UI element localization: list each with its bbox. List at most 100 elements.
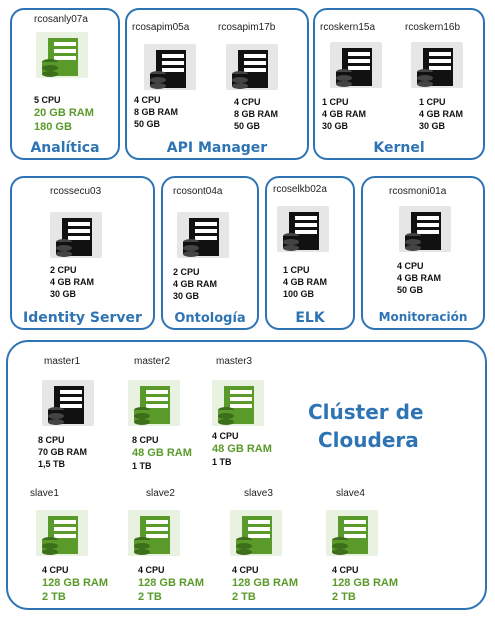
ram: 4 GB RAM	[50, 277, 95, 287]
server-black-icon	[177, 212, 229, 258]
cloudera-title-line1: Clúster de	[308, 400, 424, 424]
hostname: rcosmoni01a	[389, 186, 447, 197]
disk: 2 TB	[332, 591, 356, 603]
disk: 2 TB	[42, 591, 66, 603]
cpu: 1 CPU	[322, 97, 349, 107]
group-title: ELK	[295, 310, 325, 326]
hostname: slave4	[336, 488, 365, 499]
ram: 48 GB RAM	[132, 447, 192, 459]
group-title: API Manager	[166, 140, 268, 156]
cpu: 4 CPU	[332, 565, 359, 575]
ram: 128 GB RAM	[42, 577, 109, 589]
specs: 2 CPU 4 GB RAM 30 GB	[50, 264, 94, 300]
disk: 180 GB	[34, 121, 72, 133]
cpu: 5 CPU	[34, 95, 61, 105]
cpu: 4 CPU	[397, 261, 424, 271]
server-black-icon	[226, 44, 278, 90]
ram: 8 GB RAM	[134, 107, 179, 117]
specs: 4 CPU 8 GB RAM 50 GB	[134, 94, 178, 130]
hostname: slave1	[30, 488, 59, 499]
specs: 4 CPU 128 GB RAM 2 TB	[42, 564, 108, 604]
server-black-icon	[50, 212, 102, 258]
specs: 2 CPU 4 GB RAM 30 GB	[173, 266, 217, 302]
specs: 1 CPU 4 GB RAM 100 GB	[283, 264, 327, 300]
disk: 1 TB	[132, 461, 152, 471]
hostname: master2	[134, 356, 171, 367]
disk: 50 GB	[397, 285, 424, 295]
group-api-manager: API Manager	[125, 8, 309, 160]
disk: 2 TB	[138, 591, 162, 603]
cpu: 4 CPU	[138, 565, 165, 575]
group-analitica: Analítica	[10, 8, 120, 160]
cpu: 1 CPU	[283, 265, 310, 275]
server-black-icon	[411, 42, 463, 88]
cpu: 2 CPU	[50, 265, 77, 275]
server-green-icon	[128, 510, 180, 556]
ram: 4 GB RAM	[419, 109, 464, 119]
ram: 48 GB RAM	[212, 443, 272, 455]
hostname: master1	[44, 356, 81, 367]
group-title: Kernel	[373, 140, 425, 156]
server-black-icon	[277, 206, 329, 252]
hostname: rcosapim17b	[218, 22, 276, 33]
server-green-icon	[212, 380, 264, 426]
group-title: Monitoración	[378, 310, 468, 324]
specs: 1 CPU 4 GB RAM 30 GB	[322, 96, 366, 132]
server-green-icon	[230, 510, 282, 556]
ram: 4 GB RAM	[397, 273, 442, 283]
specs: 4 CPU 4 GB RAM 50 GB	[397, 260, 441, 296]
group-cloudera: Clúster de Cloudera	[6, 340, 487, 610]
specs: 4 CPU 8 GB RAM 50 GB	[234, 96, 278, 132]
hostname: rcosanly07a	[34, 14, 88, 25]
hostname: rcosapim05a	[132, 22, 190, 33]
disk: 100 GB	[283, 289, 315, 299]
specs: 4 CPU 128 GB RAM 2 TB	[138, 564, 204, 604]
ram: 70 GB RAM	[38, 447, 88, 457]
disk: 1,5 TB	[38, 459, 66, 469]
ram: 128 GB RAM	[232, 577, 299, 589]
ram: 4 GB RAM	[283, 277, 328, 287]
cpu: 8 CPU	[38, 435, 65, 445]
cpu: 4 CPU	[212, 431, 239, 441]
server-black-icon	[144, 44, 196, 90]
disk: 30 GB	[322, 121, 349, 131]
cpu: 8 CPU	[132, 435, 159, 445]
cpu: 1 CPU	[419, 97, 446, 107]
server-green-icon	[326, 510, 378, 556]
hostname: rcoskern15a	[320, 22, 376, 33]
specs: 4 CPU 128 GB RAM 2 TB	[332, 564, 398, 604]
hostname: rcoskern16b	[405, 22, 461, 33]
group-ontologia: Ontología	[161, 176, 259, 330]
specs: 4 CPU 48 GB RAM 1 TB	[212, 430, 272, 468]
specs: 4 CPU 128 GB RAM 2 TB	[232, 564, 298, 604]
cpu: 4 CPU	[234, 97, 261, 107]
specs: 5 CPU 20 GB RAM 180 GB	[34, 94, 94, 134]
cpu: 4 CPU	[42, 565, 69, 575]
ram: 128 GB RAM	[332, 577, 399, 589]
server-black-icon	[42, 380, 94, 426]
ram: 8 GB RAM	[234, 109, 279, 119]
specs: 8 CPU 70 GB RAM 1,5 TB	[38, 434, 87, 470]
specs: 1 CPU 4 GB RAM 30 GB	[419, 96, 463, 132]
hostname: slave2	[146, 488, 175, 499]
group-kernel: Kernel	[313, 8, 485, 160]
group-title: Identity Server	[23, 310, 142, 326]
ram: 128 GB RAM	[138, 577, 205, 589]
server-black-icon	[330, 42, 382, 88]
cpu: 2 CPU	[173, 267, 200, 277]
disk: 30 GB	[419, 121, 446, 131]
disk: 50 GB	[234, 121, 261, 131]
group-title: Ontología	[174, 311, 246, 326]
server-black-icon	[399, 206, 451, 252]
cloudera-title-line2: Cloudera	[318, 428, 419, 452]
group-identity-server: Identity Server	[10, 176, 155, 330]
disk: 50 GB	[134, 119, 161, 129]
group-elk: ELK	[265, 176, 355, 330]
hostname: master3	[216, 356, 253, 367]
cpu: 4 CPU	[232, 565, 259, 575]
group-monitoracion: Monitoración	[361, 176, 485, 330]
hostname: slave3	[244, 488, 273, 499]
disk: 1 TB	[212, 457, 232, 467]
server-green-icon	[36, 510, 88, 556]
hostname: rcosont04a	[173, 186, 223, 197]
